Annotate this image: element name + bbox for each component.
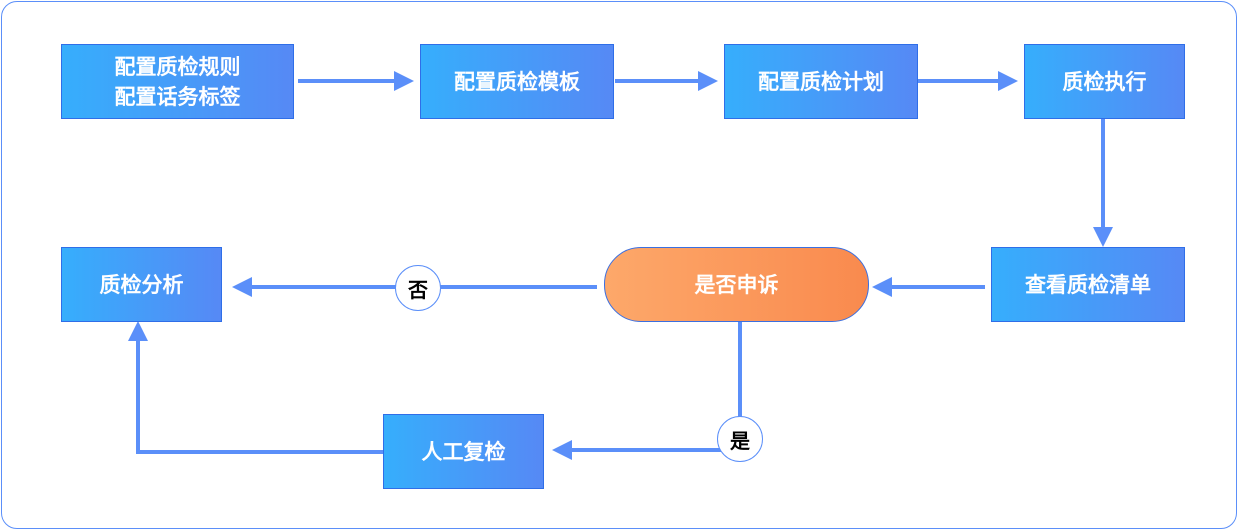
node-configure-rules: 配置质检规则 配置话务标签: [61, 44, 294, 119]
node-analysis: 质检分析: [61, 247, 222, 322]
branch-no-label: 否: [395, 265, 441, 311]
decision-appeal: 是否申诉: [604, 247, 869, 322]
arrow-appeal-to-recheck: [552, 321, 742, 460]
arrow-recheck-to-analysis: [128, 321, 383, 454]
node-execute: 质检执行: [1024, 44, 1185, 119]
node-configure-plan: 配置质检计划: [724, 44, 918, 119]
node-configure-template: 配置质检模板: [420, 44, 614, 119]
node-manual-recheck: 人工复检: [383, 414, 544, 489]
node-view-list: 查看质检清单: [991, 247, 1185, 322]
branch-yes-label: 是: [717, 416, 763, 462]
